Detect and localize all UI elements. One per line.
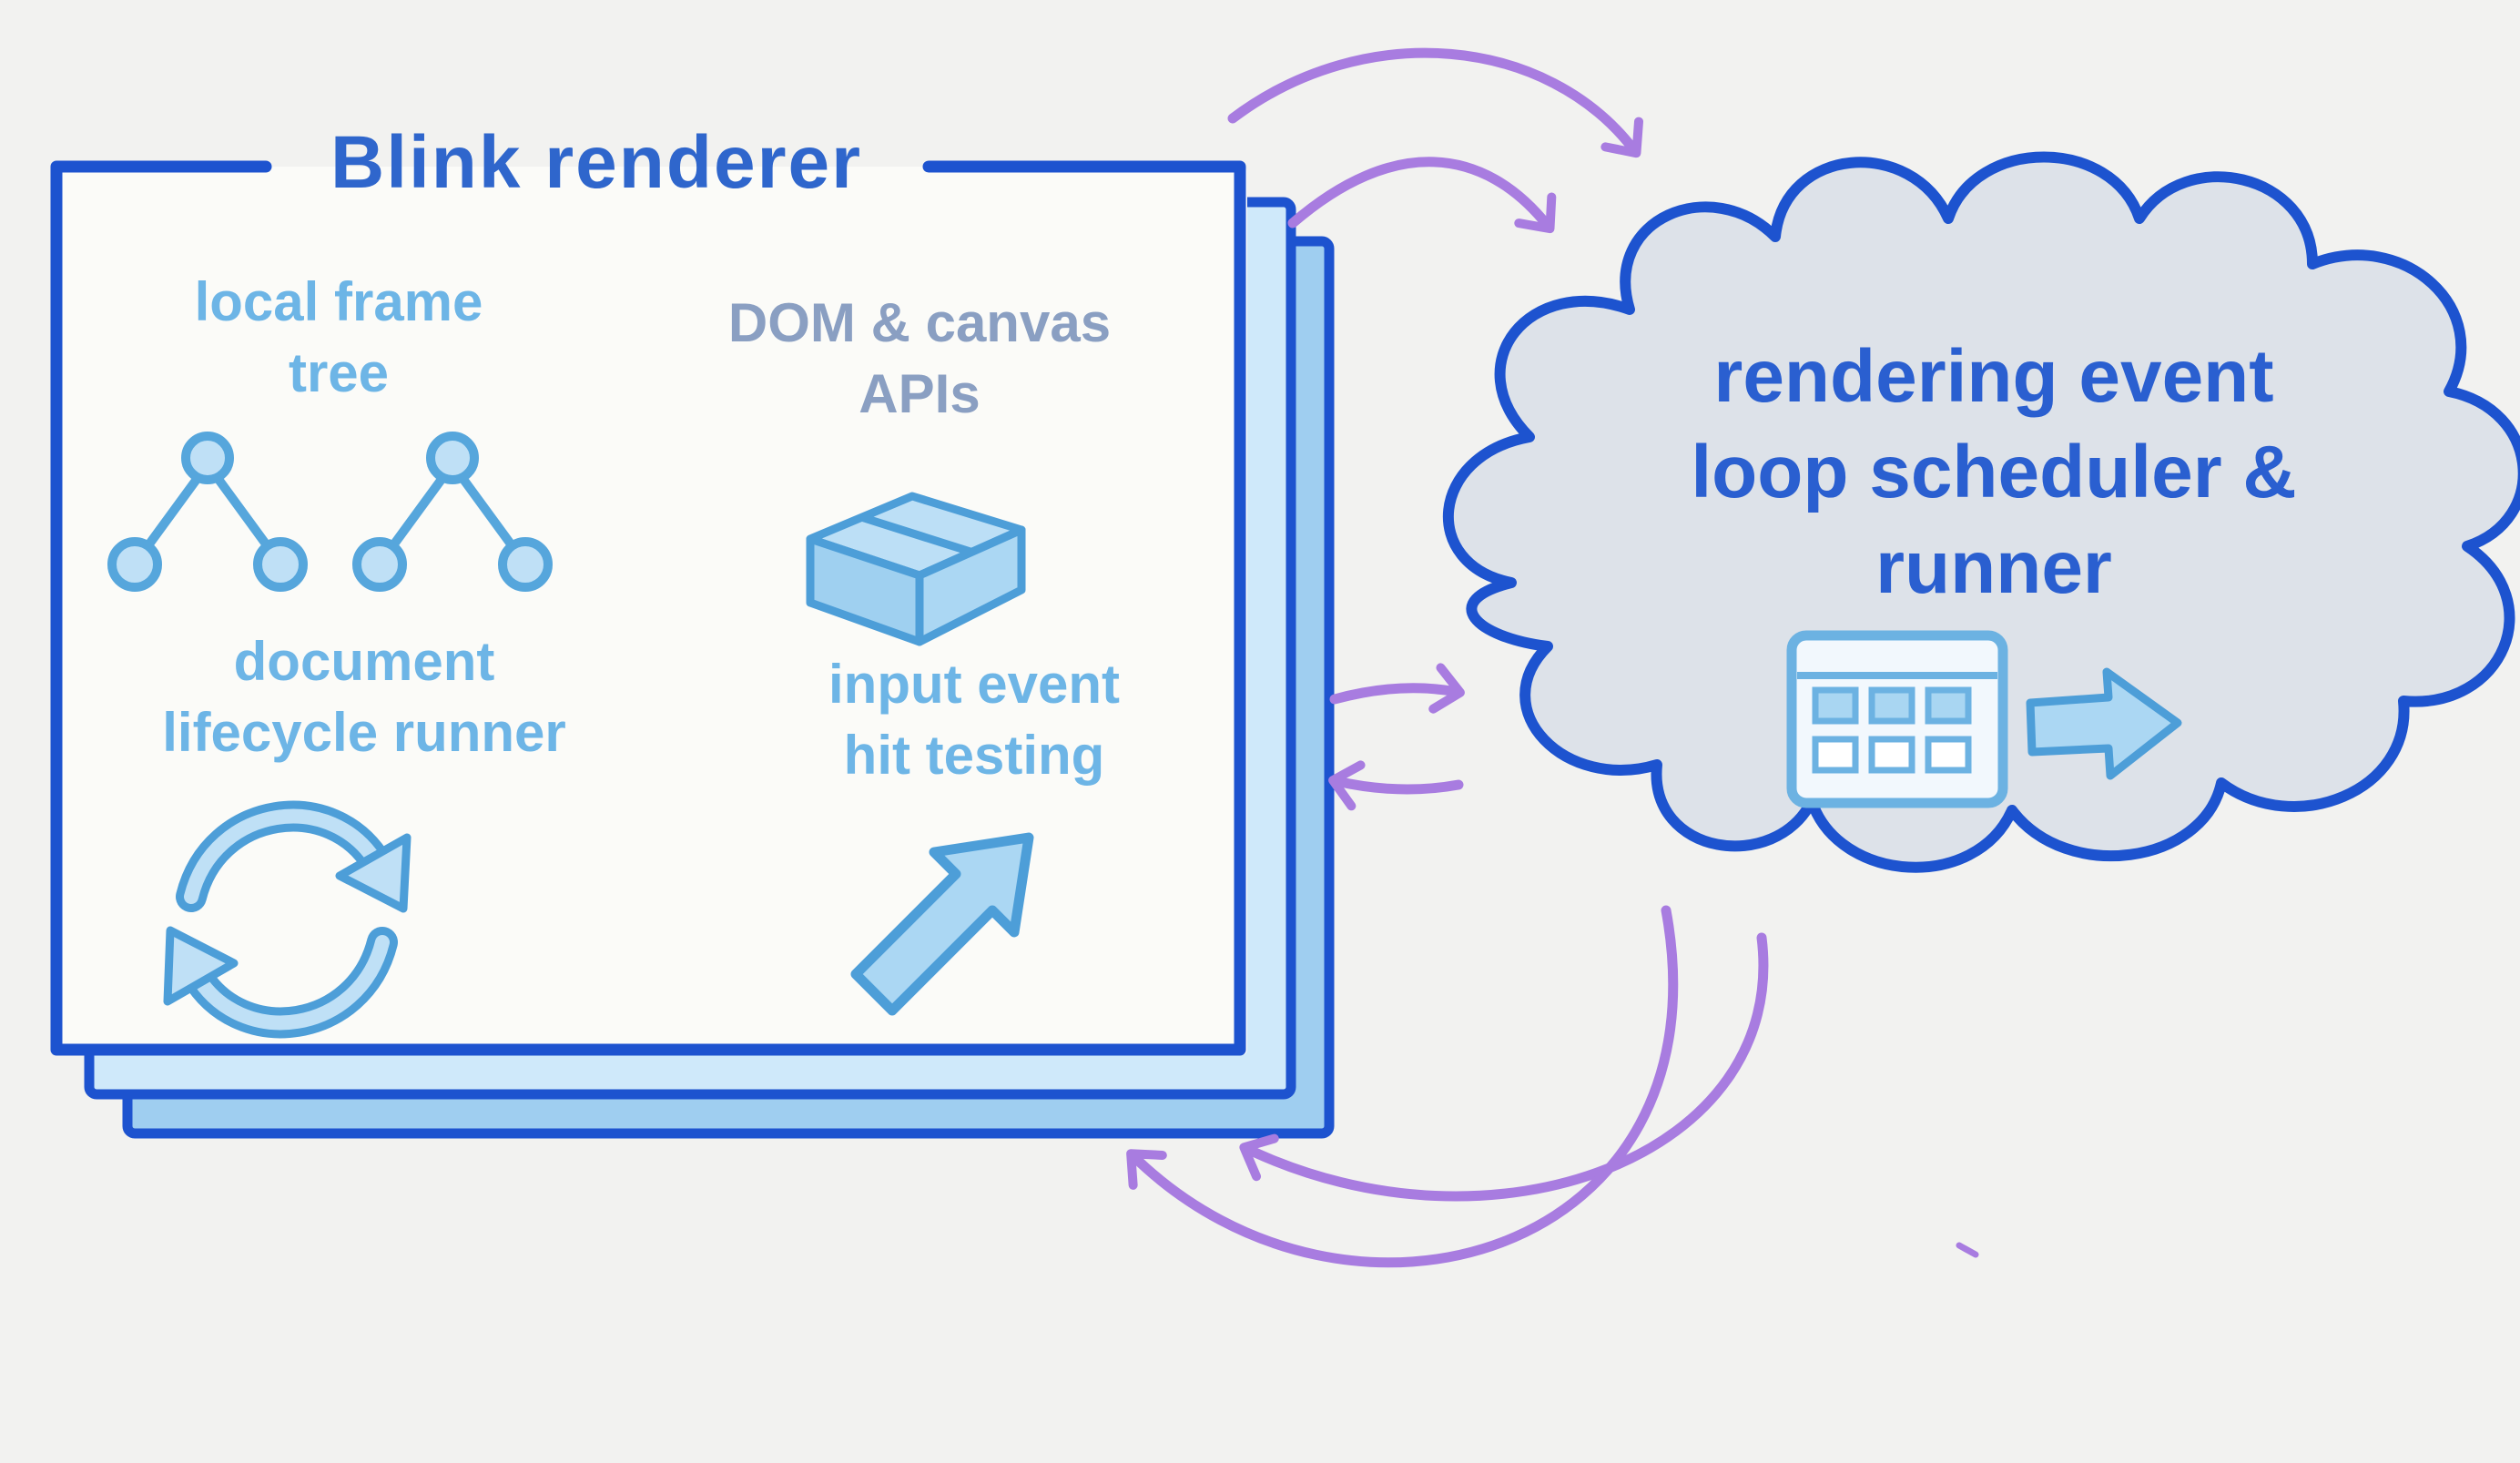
blink-renderer-box	[51, 167, 1247, 1055]
cycle-arrows-icon	[163, 800, 412, 1039]
cursor-arrow-icon	[850, 832, 1034, 1016]
tree-icon	[107, 432, 553, 592]
connection-arrows	[1126, 47, 1979, 1268]
cloud-shape	[1442, 151, 2520, 873]
arrow-box-to-cloud-inner	[1287, 157, 1557, 234]
arrow-box-to-cloud-outer	[1227, 47, 1643, 158]
stray-mark	[1956, 1242, 1979, 1258]
renderer-card-stack	[50, 160, 1335, 1139]
arrow-box-to-cloud-mid	[1329, 663, 1465, 714]
scheduler-cloud	[1442, 151, 2520, 873]
calendar-icon	[1786, 630, 2008, 808]
package-icon	[806, 492, 1026, 646]
arrow-cloud-to-box-mid	[1328, 760, 1464, 811]
arrow-cloud-to-box-outer	[1126, 905, 1679, 1268]
blink-renderer-box-border	[50, 160, 1246, 1056]
run-arrow-icon	[2026, 667, 2182, 780]
